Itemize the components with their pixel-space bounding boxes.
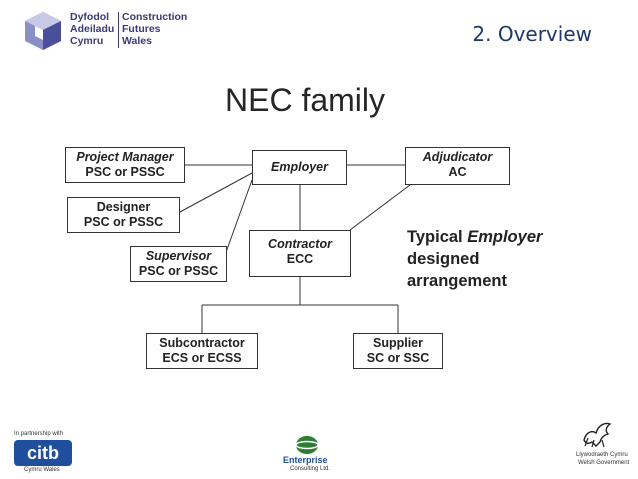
logo-divider [118,12,119,48]
citb-sub-label: Cymru Wales [24,467,60,473]
node-label: Designer [96,200,151,214]
designer-employer-line [179,172,253,213]
slide-title: 2. Overview [472,22,592,46]
arrangement-note: Typical Employer designed arrangement [407,226,542,292]
node-project-manager: Project Manager PSC or PSSC [65,147,185,183]
diagram-title: NEC family [225,82,386,118]
partnership-label: In partnership with [14,431,64,437]
note-line1b: Employer [467,228,543,246]
construction-futures-logo-icon [25,12,61,50]
citb-logo: citb [14,440,72,466]
node-sublabel: AC [448,165,467,179]
node-contractor: Contractor ECC [249,230,351,277]
node-label: Employer [271,160,328,174]
gov-english-name: Welsh Government [578,460,630,466]
logo-welsh-text: Dyfodol Adeiladu Cymru [70,11,115,47]
citb-wordmark: citb [26,443,59,463]
node-sublabel: PSC or PSSC [83,215,164,229]
node-label: Contractor [268,237,332,251]
logo-english-text: Construction Futures Wales [122,11,188,47]
node-adjudicator: Adjudicator AC [405,147,510,185]
node-subcontractor: Subcontractor ECS or ECSS [146,333,258,369]
node-sublabel: ECS or ECSS [162,351,242,365]
supervisor-employer-line [224,179,253,256]
node-label: Supervisor [145,249,212,263]
node-label: Subcontractor [159,336,245,350]
node-sublabel: PSC or PSSC [85,165,165,179]
node-supervisor: Supervisor PSC or PSSC [130,246,227,282]
node-label: Project Manager [76,150,174,164]
welsh-dragon-icon [583,422,612,448]
note-line2: designed [407,250,480,268]
enterprise-name: Enterprise [283,455,328,465]
gov-welsh-name: Llywodraeth Cymru [576,452,628,458]
adjudicator-contractor-line [349,184,411,231]
node-designer: Designer PSC or PSSC [67,197,180,233]
node-label: Adjudicator [422,150,493,164]
node-employer: Employer [252,150,347,185]
note-line3: arrangement [407,272,507,290]
node-sublabel: ECC [286,252,314,266]
node-supplier: Supplier SC or SSC [353,333,443,369]
node-sublabel: PSC or PSSC [138,264,219,278]
node-label: Supplier [372,336,423,350]
enterprise-globe-icon [295,436,319,454]
node-sublabel: SC or SSC [366,351,430,365]
enterprise-sub: Consulting Ltd. [290,466,331,472]
note-line1a: Typical [407,228,468,246]
